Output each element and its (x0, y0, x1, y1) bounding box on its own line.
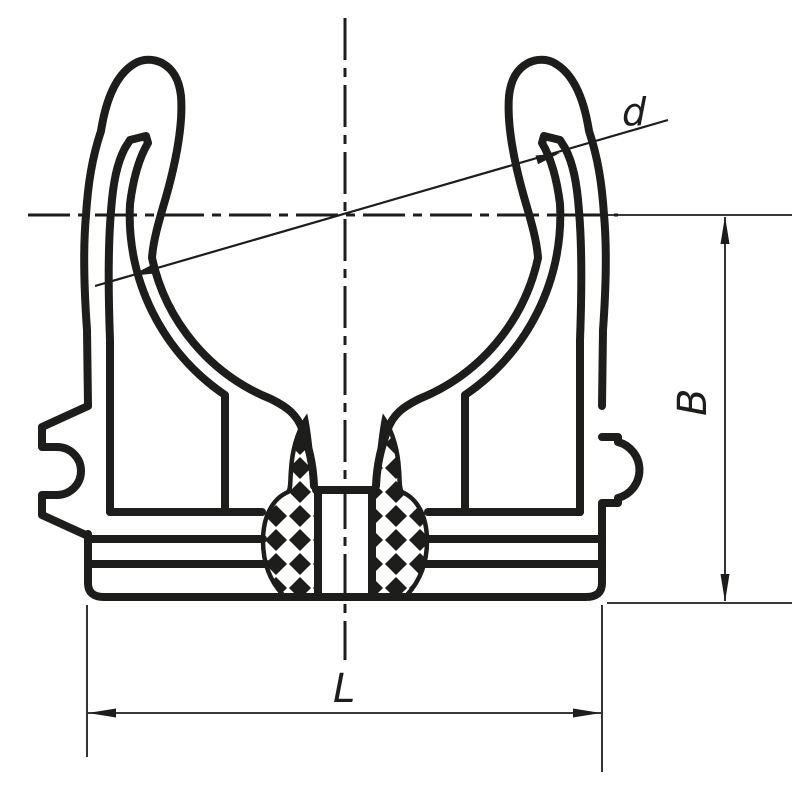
dimension-l-arrow-right (573, 708, 601, 718)
dimension-b-arrow-top (720, 216, 730, 244)
dimension-d-line (94, 118, 669, 288)
left-mounting-hook (38, 402, 92, 540)
clip-body-outline (38, 55, 644, 601)
left-arm-outer-contour (80, 55, 318, 490)
base-outline (84, 501, 606, 601)
right-arm-outer-contour (372, 55, 610, 490)
dimension-b-arrow-bottom (720, 574, 730, 602)
dimensions: d B L (86, 90, 792, 772)
dimension-l (86, 605, 603, 772)
dimension-b-label: B (670, 389, 716, 416)
left-arm-slot (104, 132, 229, 516)
dimension-l-label: L (333, 666, 355, 712)
dimension-b (548, 214, 792, 604)
right-arm-slot (461, 132, 586, 516)
dimension-l-arrow-left (88, 708, 116, 718)
dimension-d-label: d (622, 90, 647, 134)
right-mounting-knob (598, 433, 644, 507)
